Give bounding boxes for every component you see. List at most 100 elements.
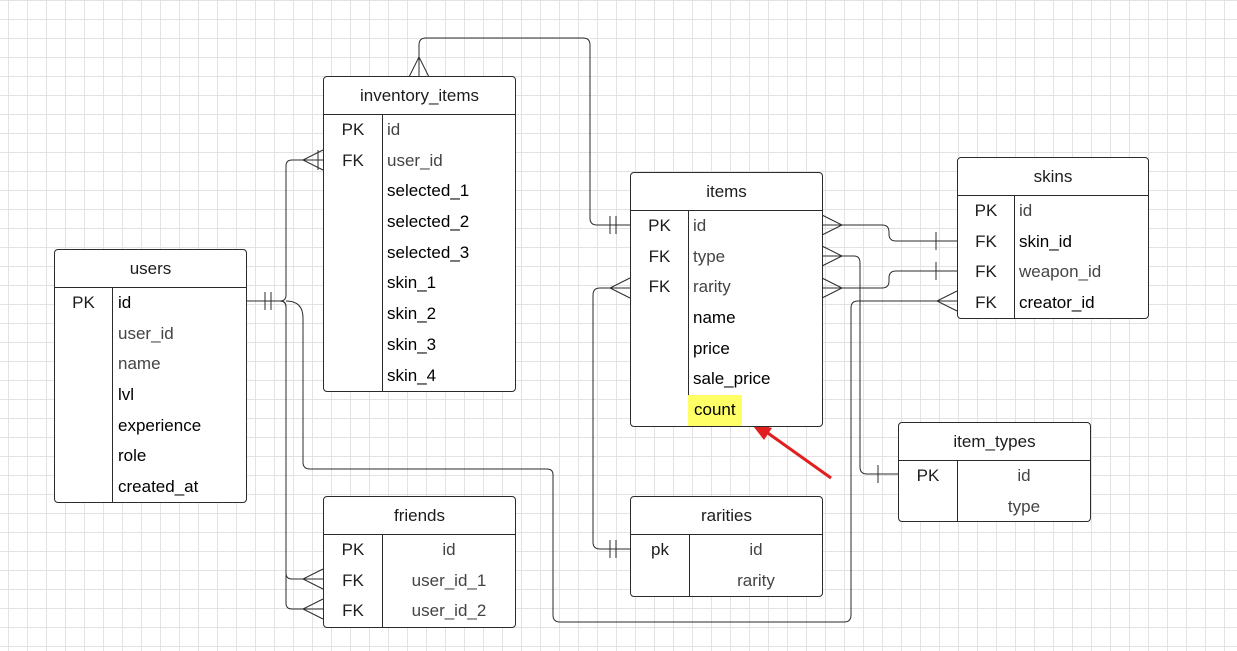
- key-column-divider: [631, 535, 690, 596]
- field-name: id: [749, 540, 763, 559]
- field-name: rarity: [737, 570, 775, 590]
- table-row: PK id: [55, 288, 246, 319]
- table-row: lvl: [55, 380, 246, 411]
- key-column-divider: [899, 461, 958, 521]
- table-row: PK id: [958, 196, 1148, 227]
- field-name-highlighted: count: [688, 395, 742, 426]
- table-row: FK weapon_id: [958, 257, 1148, 288]
- field-name: user_id: [387, 150, 443, 170]
- rel-items-rarities: [592, 287, 630, 550]
- field-name: user_id_2: [411, 601, 487, 621]
- field-name: sale_price: [693, 369, 771, 389]
- crow-foot-inventory-user: [301, 149, 324, 171]
- field-name: id: [1017, 466, 1031, 485]
- field-name: id: [1019, 201, 1033, 220]
- one-mark-rarities: [609, 540, 617, 558]
- key-label: PK: [341, 120, 365, 139]
- field-name: rarity: [693, 277, 731, 297]
- field-name: user_id: [118, 323, 174, 343]
- key-label: FK: [342, 601, 364, 621]
- key-label: PK: [72, 293, 95, 312]
- table-row: sale_price: [631, 364, 822, 395]
- key-label: FK: [975, 262, 997, 282]
- entity-body: PK id type: [899, 461, 1090, 521]
- key-column-divider: [324, 115, 383, 391]
- one-mark-users: [264, 292, 272, 310]
- field-name: skin_3: [387, 334, 437, 354]
- key-label: FK: [648, 246, 671, 266]
- table-row: skin_4: [324, 361, 515, 392]
- entity-title: users: [55, 250, 246, 288]
- table-row: role: [55, 441, 246, 472]
- crow-foot-inventory-items: [408, 55, 430, 78]
- field-name: weapon_id: [1019, 262, 1102, 282]
- field-name: id: [387, 120, 401, 139]
- rel-users-inventory: [247, 159, 323, 302]
- key-label: FK: [975, 293, 997, 313]
- field-name: selected_1: [387, 181, 470, 201]
- table-row: selected_3: [324, 238, 515, 269]
- table-row: FK rarity: [631, 272, 822, 303]
- table-row: count: [631, 395, 822, 426]
- table-row: name: [55, 349, 246, 380]
- field-name: skin_id: [1019, 231, 1072, 251]
- table-row: FK skin_id: [958, 227, 1148, 258]
- field-name: user_id_1: [411, 570, 487, 590]
- table-row: rarity: [631, 566, 822, 596]
- table-row: type: [899, 492, 1090, 521]
- crow-foot-skins-creator: [935, 290, 958, 312]
- entity-body: PK id FK skin_id FK weapon_id FK creator_id: [958, 196, 1148, 318]
- table-row: FK user_id_1: [324, 566, 515, 597]
- key-label: PK: [974, 201, 998, 220]
- field-name: skin_1: [387, 273, 437, 293]
- rel-items-inventory: [418, 37, 630, 226]
- field-name: id: [118, 293, 132, 312]
- key-column-divider: [958, 196, 1015, 318]
- rel-items-skins-skinid: [822, 224, 957, 242]
- field-name: role: [118, 446, 147, 466]
- key-label: FK: [648, 277, 671, 297]
- entity-item-types[interactable]: item_types PK id type: [898, 422, 1091, 522]
- table-row: price: [631, 334, 822, 365]
- entity-title: friends: [324, 497, 515, 535]
- field-name: lvl: [118, 385, 135, 405]
- field-name: skin_4: [387, 365, 437, 385]
- table-row: FK user_id_2: [324, 596, 515, 627]
- crow-foot-friends-1: [301, 568, 324, 590]
- field-name: experience: [118, 415, 202, 435]
- entity-body: PK id FK user_id selected_1 selected_2 sel…: [324, 115, 515, 391]
- entity-title: item_types: [899, 423, 1090, 461]
- crow-foot-friends-2: [301, 598, 324, 620]
- key-label: FK: [342, 570, 364, 590]
- entity-title: rarities: [631, 497, 822, 535]
- table-row: created_at: [55, 472, 246, 502]
- field-name: name: [693, 308, 736, 328]
- entity-users[interactable]: users PK id user_id name lvl experience r…: [54, 249, 247, 503]
- rel-items-skins-weapon: [822, 270, 957, 289]
- key-label: FK: [342, 150, 364, 170]
- crow-foot-items-rarity-right: [821, 277, 844, 299]
- table-row: PK id: [324, 115, 515, 146]
- field-name: id: [442, 540, 456, 559]
- entity-title: items: [631, 173, 822, 211]
- field-name: selected_2: [387, 212, 470, 232]
- table-row: selected_1: [324, 176, 515, 207]
- table-row: selected_2: [324, 207, 515, 238]
- field-name: selected_3: [387, 242, 470, 262]
- key-label: FK: [975, 231, 997, 251]
- field-name: creator_id: [1019, 293, 1095, 313]
- key-column-divider: [631, 211, 689, 426]
- key-label: PK: [916, 466, 940, 485]
- rel-users-friends-2: [279, 300, 323, 610]
